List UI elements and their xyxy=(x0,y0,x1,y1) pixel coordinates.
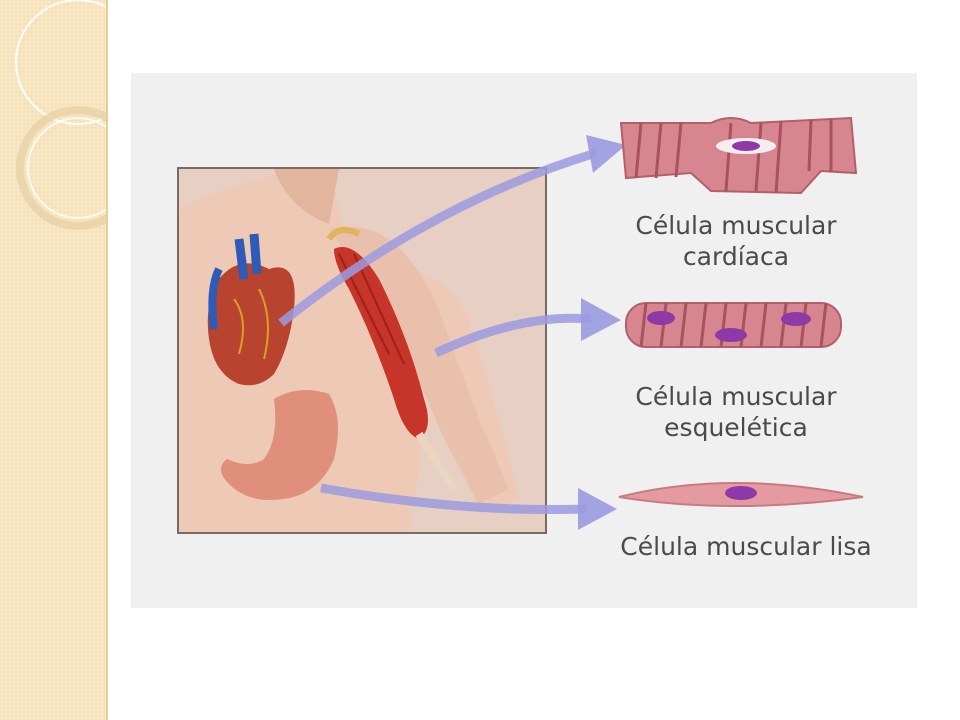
label-smooth-line1: Célula muscular lisa xyxy=(620,532,872,561)
label-cardiac-line2: cardíaca xyxy=(682,242,790,271)
label-skeletal-line1: Célula muscular xyxy=(635,382,837,411)
stomach-illustration xyxy=(220,390,338,500)
label-skeletal-cell: Célula muscular esquelética xyxy=(601,381,871,443)
arrow-stomach-to-smooth xyxy=(320,483,587,515)
label-skeletal-line2: esquelética xyxy=(664,413,808,442)
arrow-heart-to-cardiac xyxy=(278,148,598,327)
connector-arrows xyxy=(278,116,864,530)
smooth-muscle-cell xyxy=(618,482,864,507)
cardiac-muscle-cell xyxy=(619,116,858,195)
label-cardiac-line1: Célula muscular xyxy=(635,211,837,240)
human-torso-illustration xyxy=(177,167,547,534)
skeletal-muscle-cell xyxy=(625,302,842,348)
label-cardiac-cell: Célula muscular cardíaca xyxy=(601,210,871,272)
label-smooth-cell: Célula muscular lisa xyxy=(586,531,906,562)
arrow-arm-to-skeletal xyxy=(434,313,592,358)
sidebar-circles-decoration xyxy=(15,0,106,230)
muscle-cell-diagram: Célula muscular cardíaca Célula muscular… xyxy=(131,73,917,608)
heart-illustration xyxy=(207,233,295,386)
decorative-sidebar xyxy=(0,0,108,720)
